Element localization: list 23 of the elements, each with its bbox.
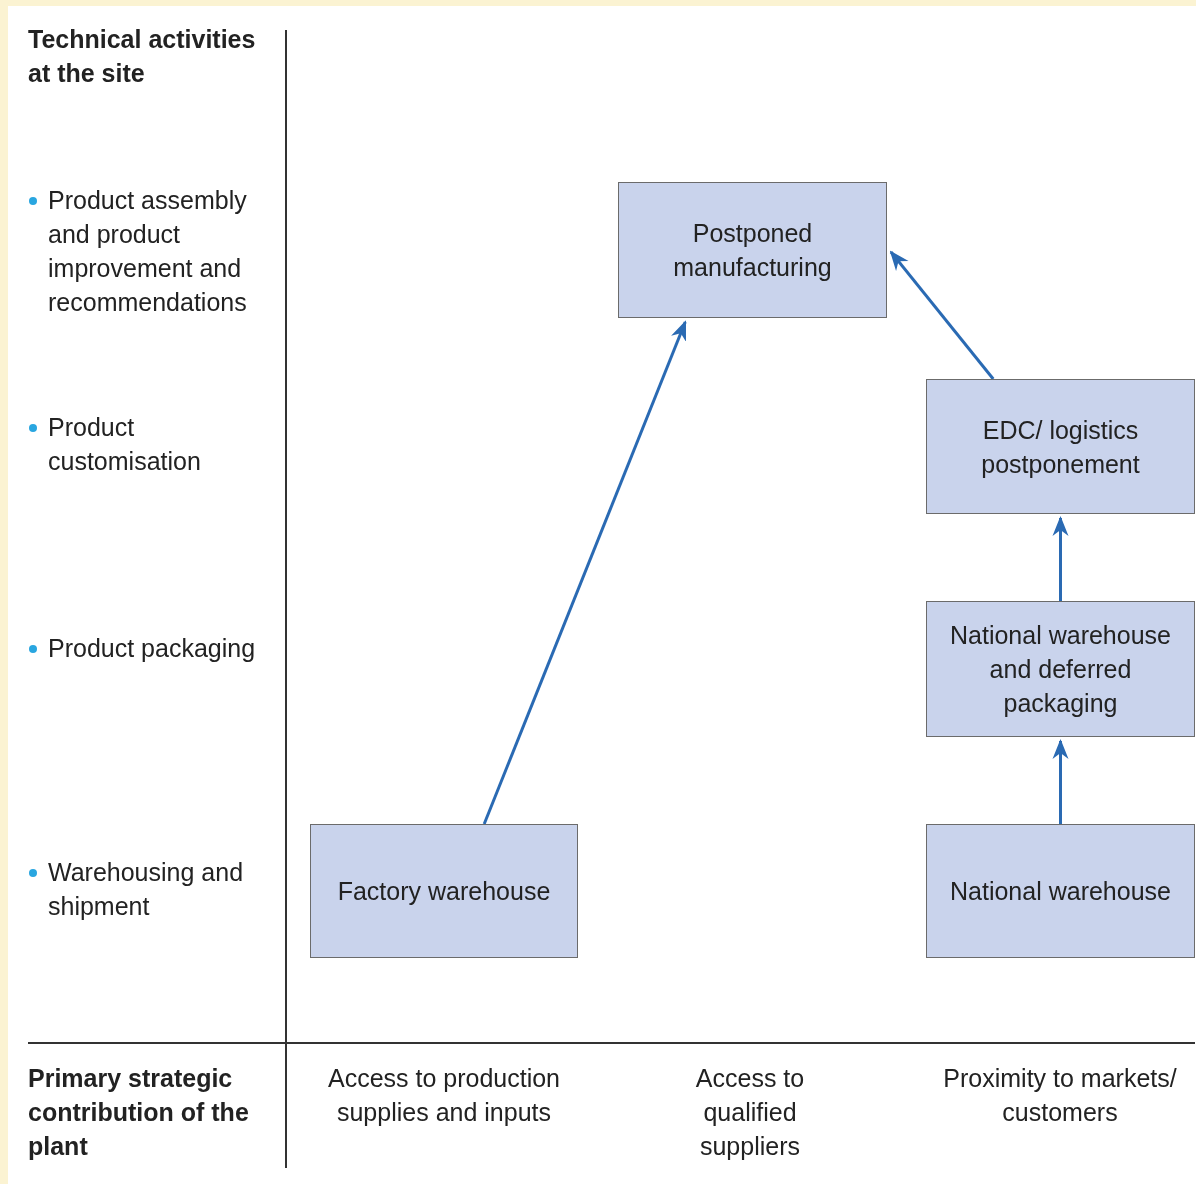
- process-box: [310, 824, 578, 958]
- arrow: [1052, 739, 1069, 824]
- box-label: EDC/ logistics postponement: [980, 414, 1141, 480]
- box-label: National warehouse and deferred packaging: [949, 620, 1172, 719]
- process-box: [618, 182, 887, 318]
- activity-label: Product customisation: [48, 412, 202, 477]
- process-box: [926, 824, 1195, 958]
- activity-label: Warehousing and shipment: [48, 857, 245, 922]
- box-label: Postponed manufacturing: [672, 218, 833, 283]
- row-heading: Primary strategic contribution of the plant: [28, 1063, 250, 1162]
- process-box: [926, 601, 1195, 737]
- column-label: Access to production supplies and inputs: [326, 1063, 562, 1128]
- box-label: National warehouse: [950, 876, 1171, 907]
- box-label: Factory warehouse: [337, 876, 551, 907]
- row-heading: Technical activities at the site: [28, 24, 257, 89]
- column-label: Access to qualified suppliers: [694, 1063, 806, 1162]
- process-box: [926, 379, 1195, 514]
- activity-label: Product packaging: [48, 633, 257, 664]
- column-label: Proximity to markets/ customers: [942, 1063, 1178, 1128]
- arrow: [1052, 516, 1069, 601]
- activity-label: Product assembly and product improvement and recommendations: [48, 185, 248, 318]
- arrow: [889, 250, 995, 380]
- arrow: [482, 320, 687, 825]
